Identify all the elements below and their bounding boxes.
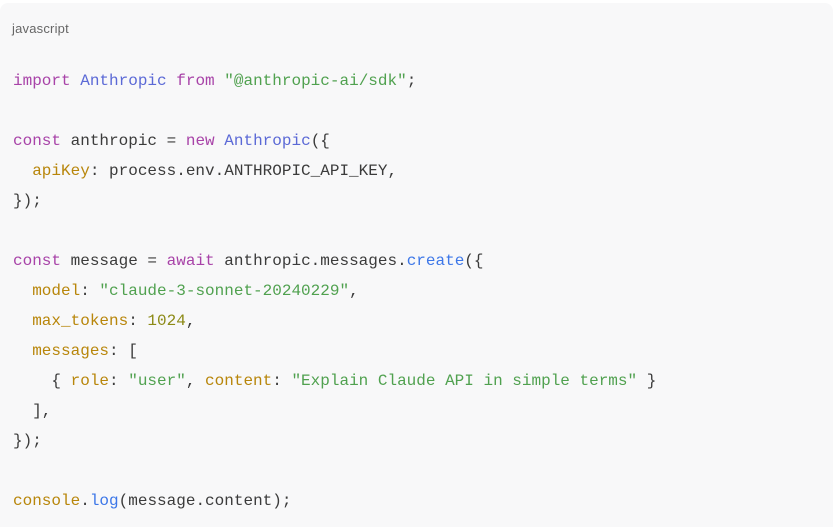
code-token-kw: new <box>185 132 215 150</box>
code-line: model: "claude-3-sonnet-20240229", <box>13 276 821 306</box>
code-token-plain <box>13 162 32 180</box>
code-token-plain: } <box>637 372 657 390</box>
code-token-num: 1024 <box>147 312 186 330</box>
code-token-plain <box>71 72 81 90</box>
code-token-plain: : <box>109 372 129 390</box>
language-label: javascript <box>12 21 69 36</box>
code-token-plain <box>13 342 32 360</box>
code-line: messages: [ <box>13 336 821 366</box>
code-token-prop: role <box>70 372 110 390</box>
code-token-str: "@anthropic-ai/sdk" <box>224 72 407 90</box>
code-token-cls: Anthropic <box>80 72 167 90</box>
code-line <box>13 456 821 486</box>
code-token-plain <box>215 72 225 90</box>
code-token-plain: anthropic = <box>61 132 186 150</box>
code-token-cls: Anthropic <box>224 132 311 150</box>
code-token-plain: ; <box>406 72 417 90</box>
code-token-plain: }); <box>13 192 42 210</box>
code-token-plain: , <box>185 372 206 390</box>
code-token-prop: messages <box>32 342 110 360</box>
code-line: { role: "user", content: "Explain Claude… <box>13 366 821 396</box>
code-token-plain: : <box>272 372 292 390</box>
code-token-plain <box>13 282 32 300</box>
code-line: console.log(message.content); <box>13 486 821 516</box>
code-token-prop: content <box>205 372 273 390</box>
code-token-plain <box>215 132 225 150</box>
code-token-plain: . <box>80 492 90 510</box>
code-line: const anthropic = new Anthropic({ <box>13 126 821 156</box>
code-line <box>13 96 821 126</box>
code-panel: javascript import Anthropic from "@anthr… <box>0 3 833 527</box>
code-token-plain <box>13 312 32 330</box>
code-token-plain: anthropic.messages. <box>214 252 407 270</box>
code-token-prop: max_tokens <box>32 312 129 330</box>
code-block: import Anthropic from "@anthropic-ai/sdk… <box>13 66 821 516</box>
code-line: import Anthropic from "@anthropic-ai/sdk… <box>13 66 821 96</box>
code-token-kw: from <box>176 72 215 90</box>
code-token-str: "user" <box>128 372 186 390</box>
code-line: }); <box>13 186 821 216</box>
code-token-plain: : <box>128 312 148 330</box>
code-token-plain: ], <box>13 402 52 420</box>
code-token-prop: model <box>32 282 81 300</box>
code-token-kw: await <box>166 252 215 270</box>
code-token-plain: { <box>13 372 71 390</box>
code-token-plain: : process.env.ANTHROPIC_API_KEY, <box>89 162 398 180</box>
code-token-plain <box>167 72 177 90</box>
code-token-plain: , <box>185 312 196 330</box>
code-token-plain: : [ <box>109 342 138 360</box>
code-token-plain: , <box>349 282 359 300</box>
code-line <box>13 216 821 246</box>
code-token-plain: }); <box>13 432 42 450</box>
code-token-prop: console <box>13 492 81 510</box>
code-token-kw: const <box>13 132 62 150</box>
code-token-fn: create <box>406 252 465 270</box>
code-token-kw: const <box>13 252 62 270</box>
code-line: const message = await anthropic.messages… <box>13 246 821 276</box>
code-token-str: "claude-3-sonnet-20240229" <box>99 282 350 300</box>
code-token-plain: ({ <box>310 132 330 150</box>
code-token-fn: log <box>89 492 119 510</box>
code-line: apiKey: process.env.ANTHROPIC_API_KEY, <box>13 156 821 186</box>
code-line: max_tokens: 1024, <box>13 306 821 336</box>
code-token-kw: import <box>13 72 71 90</box>
code-token-prop: apiKey <box>32 162 90 180</box>
code-token-plain: : <box>80 282 100 300</box>
code-line: ], <box>13 396 821 426</box>
code-token-str: "Explain Claude API in simple terms" <box>291 372 638 390</box>
code-token-plain: message = <box>61 252 167 270</box>
code-token-plain: ({ <box>464 252 484 270</box>
code-line: }); <box>13 426 821 456</box>
code-token-plain: (message.content); <box>118 492 292 510</box>
